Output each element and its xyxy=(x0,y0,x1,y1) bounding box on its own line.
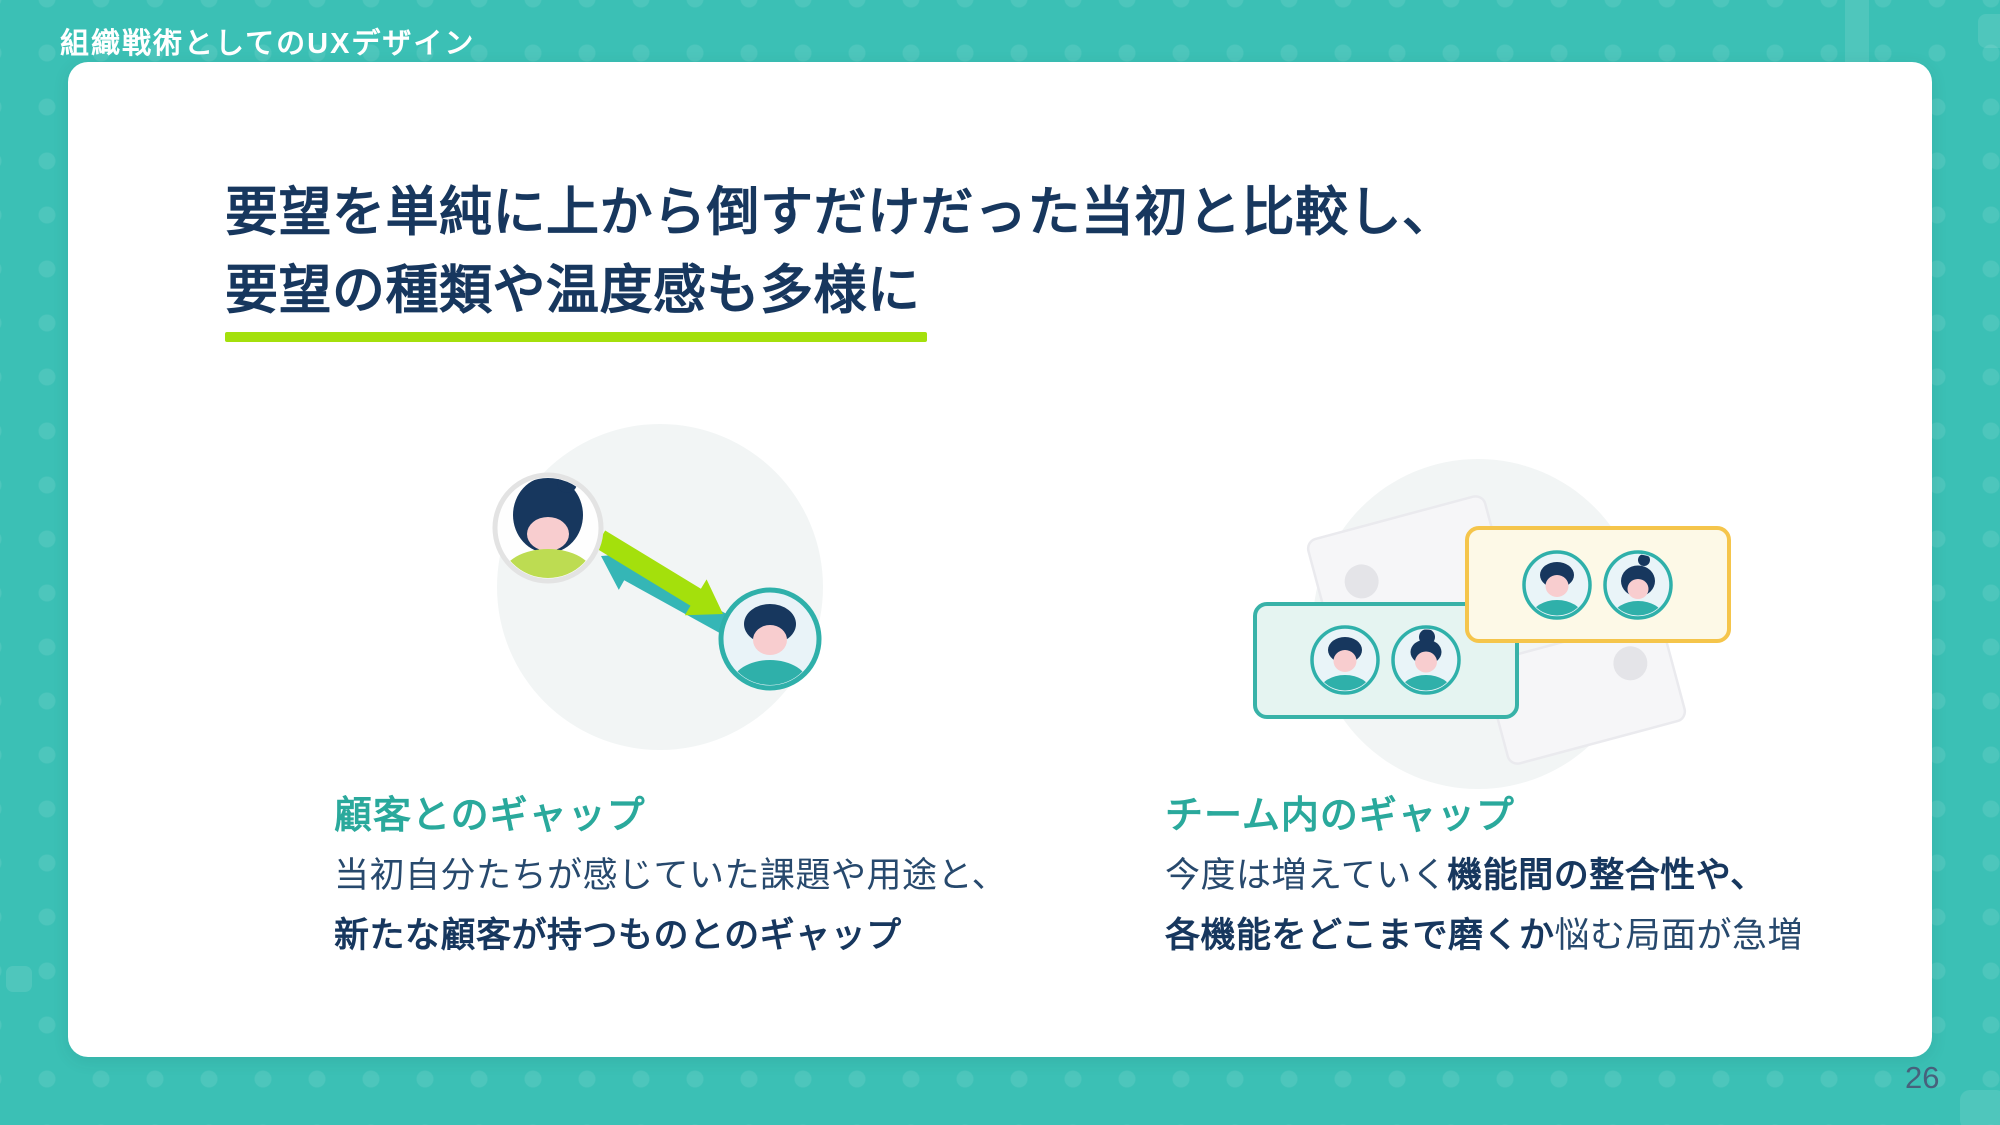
customer-gap-section: 顧客とのギャップ 当初自分たちが感じていた課題や用途と、 新たな顧客が持つものと… xyxy=(334,784,1034,955)
team-gap-title: チーム内のギャップ xyxy=(1165,795,1515,837)
team-gap-illustration xyxy=(1253,459,1731,789)
slide-kicker: 組織戦術としてのUXデザイン xyxy=(60,28,476,60)
background-decor-shape xyxy=(1978,14,2000,48)
background-decor-shape xyxy=(1845,0,1869,70)
customer-avatar-icon xyxy=(492,472,604,584)
background-decor-shape xyxy=(1960,1090,2000,1125)
background-decor-shape xyxy=(6,966,32,992)
team-card-yellow-icon xyxy=(1465,526,1731,643)
customer-gap-line2: 新たな顧客が持つものとのギャップ xyxy=(334,916,902,955)
heading-underline xyxy=(225,332,927,342)
team-gap-line1-bold: 機能間の整合性や、 xyxy=(1447,856,1766,895)
team-card-mint-icon xyxy=(1253,602,1519,719)
team-gap-section: チーム内のギャップ 今度は増えていく機能間の整合性や、 各機能をどこまで磨くか悩… xyxy=(1165,784,1865,955)
ghost-card-icon xyxy=(1483,617,1687,765)
customer-gap-title: 顧客とのギャップ xyxy=(334,795,646,837)
team-gap-line2-bold: 各機能をどこまで磨くか xyxy=(1165,916,1555,955)
customer-gap-illustration xyxy=(492,424,823,750)
team-gap-body: 今度は増えていく機能間の整合性や、 各機能をどこまで磨くか悩む局面が急増 xyxy=(1165,846,1803,966)
pm-avatar-icon xyxy=(718,587,822,691)
content-card: 要望を単純に上から倒すだけだった当初と比較し、 要望の種類や温度感も多様に xyxy=(68,62,1932,1057)
customer-gap-body: 当初自分たちが感じていた課題や用途と、 新たな顧客が持つものとのギャップ xyxy=(334,846,1007,966)
heading-line-2: 要望の種類や温度感も多様に xyxy=(225,261,921,320)
heading-line-1: 要望を単純に上から倒すだけだった当初と比較し、 xyxy=(225,183,1456,242)
main-heading: 要望を単純に上から倒すだけだった当初と比較し、 要望の種類や温度感も多様に xyxy=(225,174,1456,330)
arrow-to-team-icon xyxy=(594,530,723,616)
arrow-to-customer-icon xyxy=(601,553,740,639)
team-gap-line1-regular: 今度は増えていく xyxy=(1165,856,1448,895)
team-gap-line2-regular: 悩む局面が急増 xyxy=(1554,916,1803,955)
customer-gap-line1: 当初自分たちが感じていた課題や用途と、 xyxy=(334,856,1008,895)
page-number: 26 xyxy=(1905,1060,1940,1095)
